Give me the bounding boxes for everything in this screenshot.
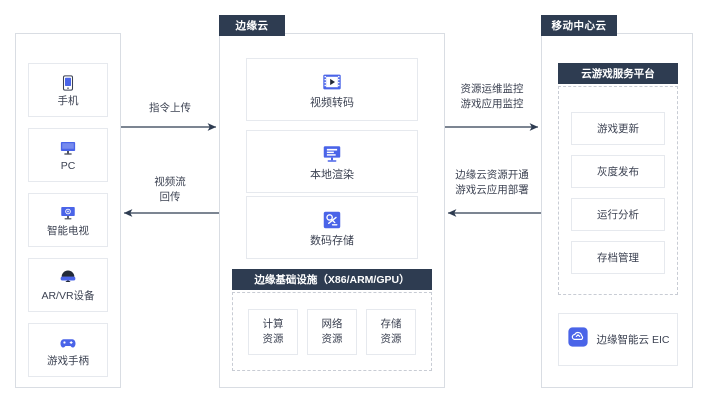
resource-line-1: 计算 [262,318,284,331]
cloud-game-platform-header: 云游戏服务平台 [558,63,678,84]
device-label: AR/VR设备 [41,289,95,302]
edge-infrastructure-header: 边缘基础设施（X86/ARM/GPU） [232,269,432,290]
service-label: 视频转码 [310,96,354,109]
service-label: 数码存储 [310,234,354,247]
platform-item-label: 运行分析 [597,209,639,221]
device-label: PC [60,159,76,172]
cloud-game-platform-body: 游戏更新 灰度发布 运行分析 存档管理 [558,86,678,295]
resource-card-storage[interactable]: 存储 资源 [366,308,416,355]
service-label: 本地渲染 [310,168,354,181]
eic-card[interactable]: 边缘智能云 EIC [558,313,678,366]
device-label: 手机 [57,94,79,107]
mobile-central-cloud-tab-label: 移动中心云 [541,15,617,36]
video-transcode-icon [321,71,343,93]
smart-tv-icon [59,204,77,222]
mobile-phone-icon [59,74,77,92]
vr-headset-icon [59,269,77,287]
digital-storage-icon [321,209,343,231]
eic-label: 边缘智能云 EIC [596,334,670,346]
platform-item-label: 灰度发布 [597,166,639,178]
device-card-ar-vr[interactable]: AR/VR设备 [28,258,108,312]
device-card-smart-tv[interactable]: 智能电视 [28,193,108,247]
arrow-label-line-1: 指令上传 [149,102,191,114]
service-card-video-transcode[interactable]: 视频转码 [246,58,418,121]
platform-item-label: 存档管理 [597,252,639,264]
device-label: 智能电视 [47,224,89,237]
eic-cloud-icon [567,326,589,353]
device-card-mobile-phone[interactable]: 手机 [28,63,108,117]
platform-item-label: 游戏更新 [597,123,639,135]
arrow-label-ops-monitoring: 资源运维监控 游戏应用监控 [447,82,537,112]
arrow-label-line-2: 游戏云应用部署 [455,184,529,197]
arrow-label-resource-provision: 边缘云资源开通 游戏云应用部署 [443,168,541,198]
service-card-digital-storage[interactable]: 数码存储 [246,196,418,259]
platform-item-gray-release[interactable]: 灰度发布 [571,155,665,188]
resource-line-2: 资源 [380,332,402,345]
arrow-label-line-1: 资源运维监控 [460,83,524,95]
arrow-label-line-1: 边缘云资源开通 [455,169,529,181]
resource-line-1: 网络 [321,318,343,331]
platform-item-game-update[interactable]: 游戏更新 [571,112,665,145]
platform-item-runtime-analysis[interactable]: 运行分析 [571,198,665,231]
arrow-label-line-2: 游戏应用监控 [460,98,524,111]
arrow-label-line-1: 视频流 [154,176,186,188]
resource-card-network[interactable]: 网络 资源 [307,308,357,355]
desktop-monitor-icon [59,139,77,157]
edge-cloud-tab-label: 边缘云 [219,15,285,36]
arrow-label-line-2: 回传 [159,191,181,204]
device-label: 游戏手柄 [47,354,89,367]
resource-card-compute[interactable]: 计算 资源 [248,308,298,355]
arrow-label-video-stream-return: 视频流 回传 [131,175,209,205]
local-render-icon [321,143,343,165]
device-card-gamepad[interactable]: 游戏手柄 [28,323,108,377]
gamepad-icon [59,334,77,352]
resource-line-1: 存储 [380,318,402,331]
edge-infrastructure-body: 计算 资源 网络 资源 存储 资源 [232,292,432,371]
platform-item-archive-management[interactable]: 存档管理 [571,241,665,274]
service-card-local-render[interactable]: 本地渲染 [246,130,418,193]
resource-line-2: 资源 [262,332,284,345]
device-card-pc[interactable]: PC [28,128,108,182]
arrow-label-instruction-upload: 指令上传 [131,101,209,116]
resource-line-2: 资源 [321,332,343,345]
